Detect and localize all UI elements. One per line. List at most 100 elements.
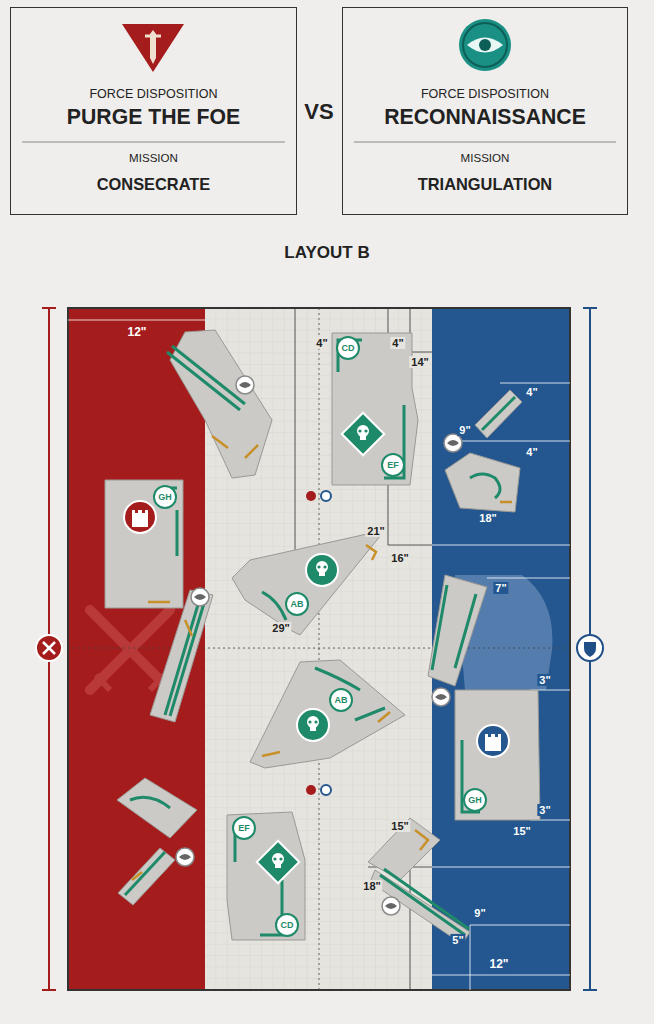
- heading-label: VS: [302, 100, 335, 124]
- dimension-label: 14": [409, 356, 430, 368]
- ruin-walls: [125, 852, 165, 895]
- dimension-lines: [470, 925, 570, 926]
- crossed-swords-watermark: [90, 610, 170, 690]
- dimension-label: 21": [365, 525, 386, 537]
- badge-letters: GH: [468, 796, 482, 805]
- battlefield: [68, 308, 570, 990]
- badge-letters: CD: [281, 921, 294, 930]
- crossed-swords-watermark: [90, 610, 170, 690]
- recon-icon: [479, 39, 491, 51]
- ruin-terrain: [227, 812, 305, 940]
- ruin-terrain: [232, 530, 385, 635]
- dimension-label: 4": [524, 446, 539, 458]
- dimension-lines: [319, 308, 320, 990]
- ruin-terrain: [105, 330, 540, 944]
- recon-icon: [459, 19, 511, 71]
- objective-marker: [358, 429, 361, 432]
- objective-marker: [310, 726, 316, 731]
- dimension-lines: [68, 320, 205, 321]
- ruin-debris: [212, 436, 258, 458]
- header-divider: [354, 142, 616, 143]
- objective-marker: [275, 863, 281, 868]
- attacker-edge-bar: [42, 307, 56, 309]
- objective-marker: [319, 571, 325, 576]
- terrain-badge: CD: [336, 336, 360, 360]
- dimension-lines: [68, 648, 570, 649]
- dimension-lines: [500, 383, 570, 384]
- deployment-pin: [321, 491, 331, 501]
- badge-letters: GH: [158, 493, 172, 502]
- card-text: FORCE DISPOSITION: [11, 88, 296, 102]
- stronghold-marker: [124, 501, 156, 533]
- stronghold-marker: [477, 725, 509, 757]
- card-text: RECONNAISSANCE: [343, 105, 627, 128]
- badge-letters: CD: [342, 344, 355, 353]
- terrain-badge: AB: [329, 688, 353, 712]
- ruin-debris: [148, 502, 512, 602]
- dimension-label: 9": [457, 424, 472, 436]
- ruin-walls: [380, 869, 469, 935]
- battlefield: [68, 308, 570, 990]
- ruin-debris: [132, 620, 192, 880]
- dimension-label: 4": [314, 337, 329, 349]
- dimension-label: 5": [450, 934, 465, 946]
- ruin-walls: [432, 585, 476, 670]
- dimension-label: 12": [487, 958, 510, 971]
- deployment-pin: [321, 785, 331, 795]
- objective-marker: [342, 413, 384, 455]
- dimension-label: 15": [511, 825, 532, 837]
- dimension-lines: [432, 975, 570, 976]
- dimension-label: 7": [493, 582, 508, 594]
- ruin-terrain: [370, 870, 470, 944]
- defender-edge-bar: [577, 635, 603, 661]
- objective-marker: [257, 841, 299, 883]
- dimension-label: 29": [270, 622, 291, 634]
- ruin-walls: [167, 346, 245, 410]
- recon-icon: [467, 38, 503, 53]
- ruin-terrain: [150, 590, 213, 722]
- dimension-lines: [388, 545, 432, 546]
- ruin-terrain: [332, 333, 418, 485]
- dimension-label: 18": [361, 880, 382, 892]
- dimension-lines: [455, 441, 570, 442]
- header-divider: [22, 142, 285, 143]
- ruin-terrain: [250, 660, 405, 768]
- stronghold-marker: [485, 734, 501, 751]
- card-text: CONSECRATE: [11, 175, 296, 193]
- objective-marker: [364, 429, 367, 432]
- dimension-label: 3": [537, 804, 552, 816]
- ruin-terrain: [475, 390, 522, 438]
- dimension-lines: [470, 925, 471, 990]
- dimension-lines: [432, 545, 570, 546]
- ruin-debris: [132, 436, 512, 880]
- battlefield: [68, 308, 205, 990]
- objective-marker: [360, 435, 366, 440]
- card-text: PURGE THE FOE: [11, 105, 296, 128]
- dimension-label: 12": [125, 326, 148, 339]
- card-text: MISSION: [343, 152, 627, 165]
- ruin-walls: [470, 474, 500, 498]
- objective-marker: [308, 720, 311, 723]
- deployment-pin: [306, 491, 316, 501]
- battlefield: [68, 308, 570, 990]
- attacker-edge-bar: [36, 635, 62, 661]
- attacker-edge-bar: [36, 308, 62, 990]
- defender-edge-bar: [584, 642, 596, 657]
- dimension-label: 4": [390, 337, 405, 349]
- ruin-terrain: [117, 778, 197, 838]
- ruin-terrain: [170, 330, 272, 478]
- badge-letters: AB: [335, 696, 348, 705]
- deployment-pin: [306, 491, 331, 795]
- card-text: FORCE DISPOSITION: [343, 88, 627, 102]
- badge-letters: EF: [387, 461, 399, 470]
- deployment-pin: [306, 785, 316, 795]
- terrain-badge: EF: [232, 816, 256, 840]
- terrain-badge: EF: [381, 453, 405, 477]
- dimension-label: 3": [537, 674, 552, 686]
- objective-marker: [314, 720, 317, 723]
- objective-marker: [323, 565, 326, 568]
- objective-marker: [317, 565, 320, 568]
- ruin-terrain: [368, 818, 440, 880]
